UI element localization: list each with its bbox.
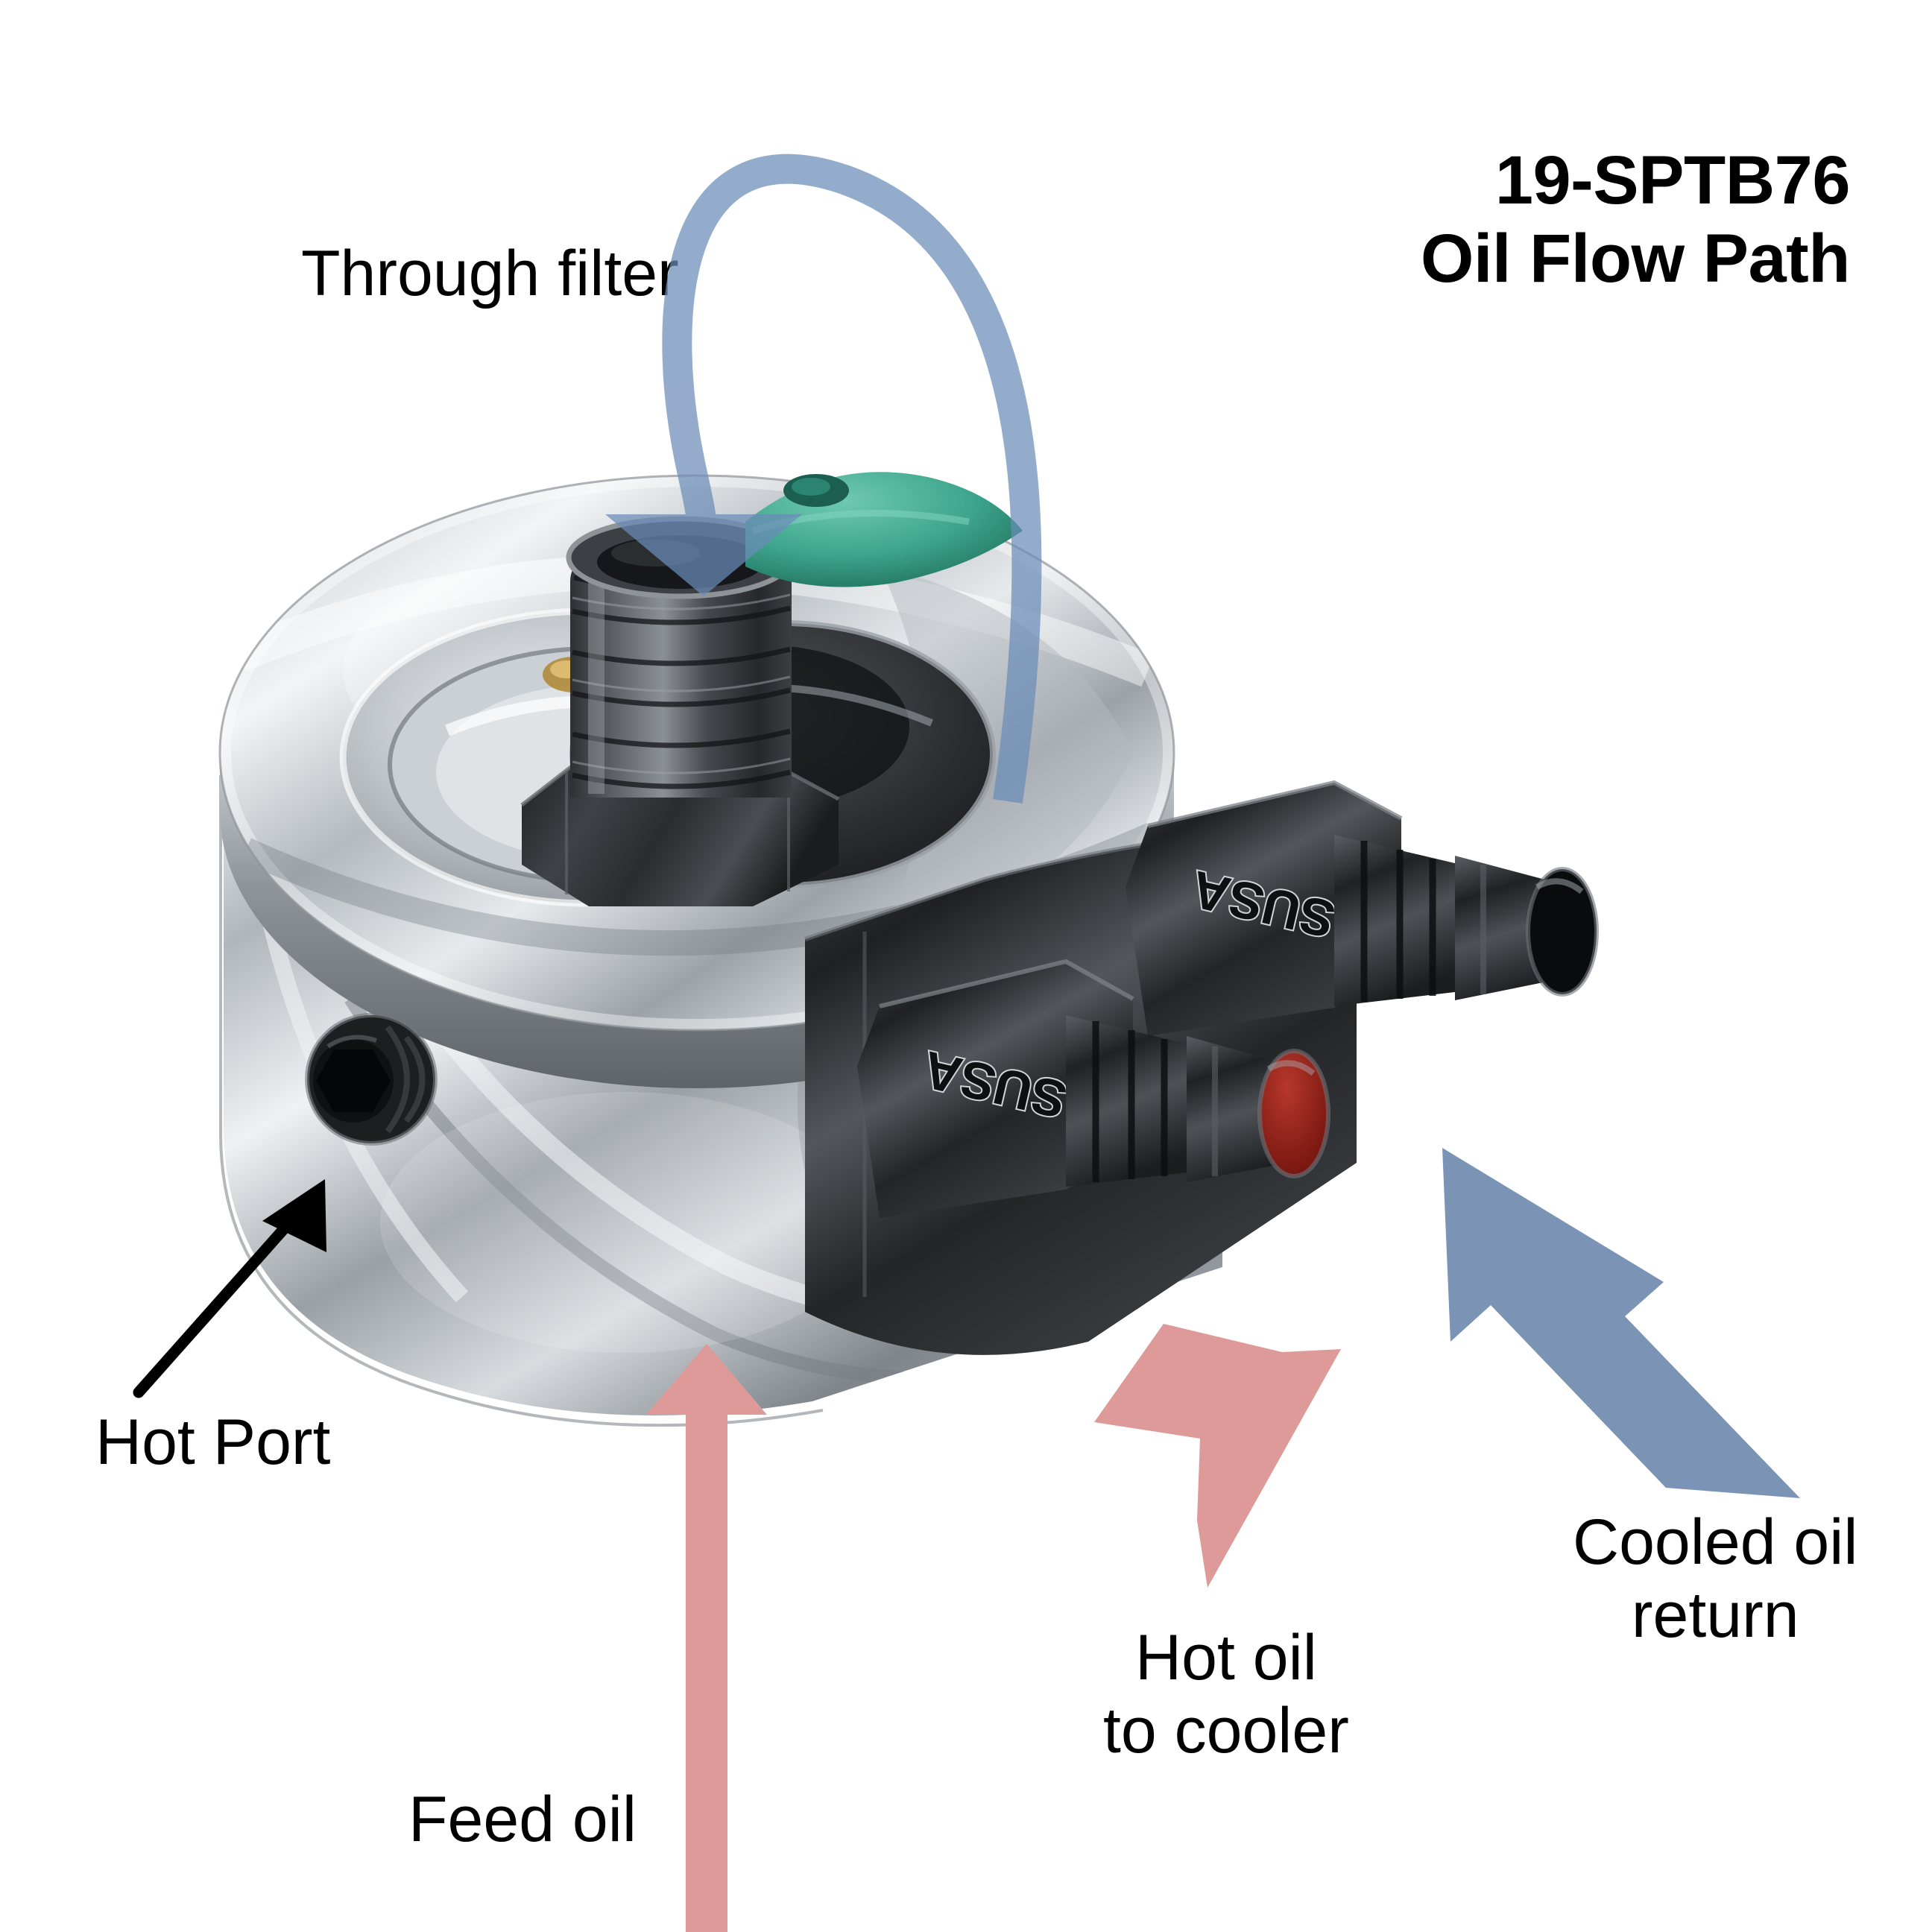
susa-branding-upper: SUSA (1186, 860, 1340, 950)
hot-port-pointer (133, 1179, 326, 1398)
center-bore (543, 620, 996, 888)
an-fitting-lower: SUSA (857, 959, 1330, 1218)
flange-disc (218, 474, 1175, 1088)
oring-gasket (745, 472, 1023, 587)
label-cooled-oil-return: Cooled oil return (1573, 1506, 1858, 1652)
label-hot-port: Hot Port (95, 1407, 331, 1478)
seal-recess (339, 607, 839, 907)
label-through-filter: Through filter (301, 238, 679, 309)
label-feed-oil: Feed oil (408, 1784, 637, 1855)
adapter-body (224, 790, 1222, 1415)
cooled-oil-return-arrow (1442, 1148, 1800, 1498)
hot-oil-to-cooler-arrow (1094, 1324, 1341, 1588)
susa-branding-lower: SUSA (918, 1041, 1072, 1130)
center-threaded-stud (520, 516, 840, 906)
fitting-boss-block (804, 818, 1357, 1355)
hot-port-plug (305, 1013, 438, 1146)
page-title: 19-SPTB76 Oil Flow Path (1420, 142, 1851, 297)
an-fitting-upper: SUSA (1126, 780, 1599, 1036)
feed-oil-arrow (646, 1344, 767, 1932)
label-hot-oil-to-cooler: Hot oil to cooler (1103, 1622, 1349, 1767)
